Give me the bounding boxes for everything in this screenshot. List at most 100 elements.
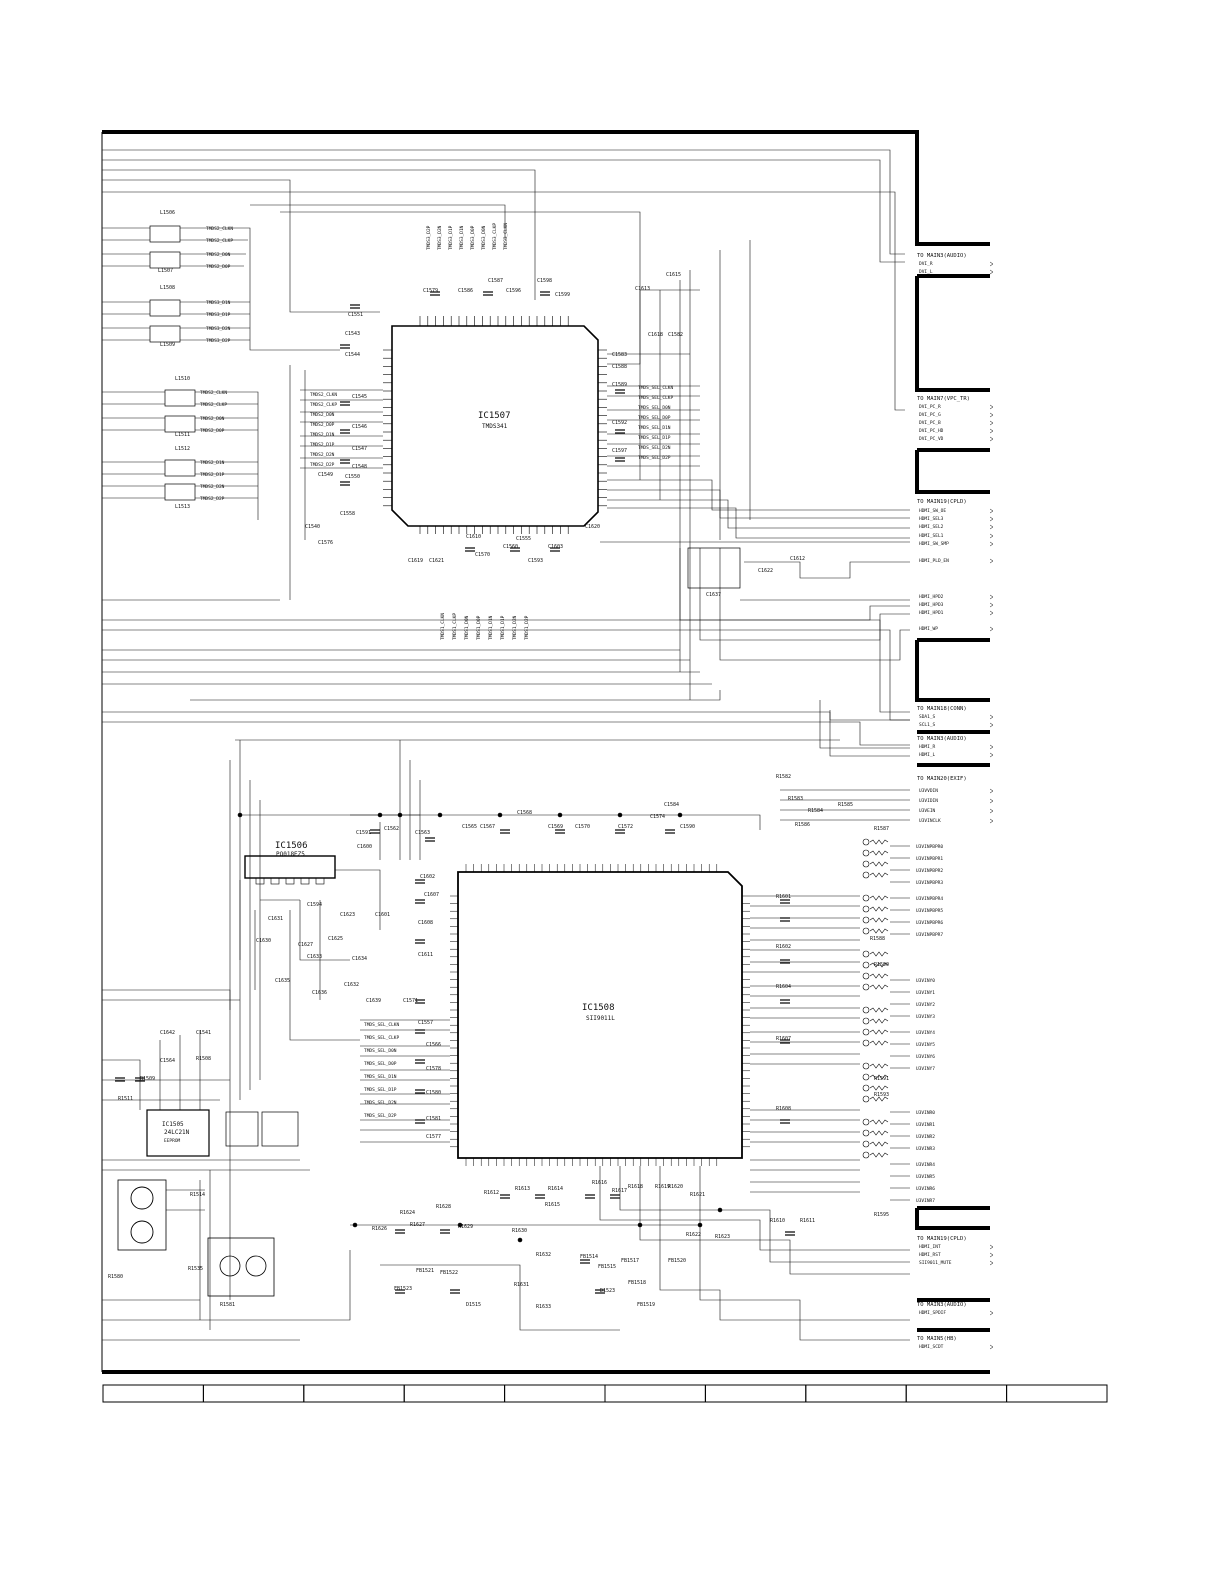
- resistor-network-element: [869, 839, 889, 845]
- component-ref: C1602: [420, 874, 435, 880]
- connector-signal: DVI_R: [919, 261, 933, 267]
- frame-cell: [805, 1384, 907, 1403]
- component-ref: C1562: [384, 826, 399, 832]
- component-ref: C1557: [418, 1020, 433, 1026]
- connector-signal: HDMI_SCDT: [919, 1344, 944, 1350]
- choke-output-label: TMDS2_D2P: [200, 496, 225, 502]
- wire: [599, 1166, 910, 1251]
- tmds3-bus-label: TMDS3_D2P: [426, 225, 432, 250]
- connector-signal: HDMI_SW_SMP: [919, 541, 949, 547]
- component-ref: C1577: [426, 1134, 441, 1140]
- video-output-label: U3VINR7: [916, 1198, 935, 1204]
- connector-arrow: [989, 714, 994, 720]
- resistor-network-pin: [862, 1118, 870, 1126]
- frame-cell: [102, 1384, 204, 1403]
- component-ref: R1631: [514, 1282, 529, 1288]
- component-ref: C1596: [506, 288, 521, 294]
- component-ref: FB1517: [621, 1258, 639, 1264]
- component-ref: R1593: [874, 1092, 889, 1098]
- component-ref: R1619: [655, 1184, 670, 1190]
- wire: [639, 1166, 910, 1275]
- q1513-body: [207, 1237, 275, 1297]
- wire: [250, 204, 506, 240]
- wire: [819, 700, 910, 749]
- choke-output-label: TMDS3_D1P: [206, 312, 231, 318]
- component-ref: L1506: [160, 210, 175, 216]
- component-ref: C1598: [537, 278, 552, 284]
- junction-dot: [717, 1207, 723, 1213]
- component-ref: C1607: [424, 892, 439, 898]
- connector-title: TO MAIN3(AUDIO): [917, 736, 967, 742]
- tmds3-bus-label: TMDS3_CLKP: [492, 223, 498, 250]
- component-ref: C1610: [466, 534, 481, 540]
- junction-dot: [377, 812, 383, 818]
- wire: [102, 159, 905, 263]
- component-ref: R1626: [372, 1226, 387, 1232]
- component-ref: C1600: [357, 844, 372, 850]
- resistor-network-element: [869, 1074, 889, 1080]
- component-ref: C1630: [256, 938, 271, 944]
- component-ref: C1549: [318, 472, 333, 478]
- resistor-network-pin: [862, 927, 870, 935]
- choke-output-label: TMDS2_D0N: [200, 416, 225, 422]
- ic1505-note: EEPROM: [164, 1138, 181, 1144]
- component-ref: R1628: [436, 1204, 451, 1210]
- component-ref: R1618: [628, 1184, 643, 1190]
- component-ref: R1535: [188, 1266, 203, 1272]
- wire: [102, 989, 231, 1010]
- ic1506-pin: [270, 877, 280, 885]
- component-ref: L1512: [175, 446, 190, 452]
- component-ref: C1590: [680, 824, 695, 830]
- connector-signal: HDMI_SW_OE: [919, 508, 946, 514]
- resistor-network-pin: [862, 916, 870, 924]
- resistor-network-pin: [862, 894, 870, 902]
- wire: [180, 227, 340, 351]
- connector-arrow: [989, 428, 994, 434]
- frame-cell: [202, 1384, 305, 1403]
- video-output-label: U3VINR3: [916, 1146, 935, 1152]
- video-output-label: U3VINPBPR2: [916, 868, 943, 874]
- component-ref: C1612: [790, 556, 805, 562]
- resistor-network-pin: [862, 860, 870, 868]
- component-ref: R1580: [108, 1274, 123, 1280]
- resistor-network-element: [869, 1040, 889, 1046]
- component-ref: C1541: [196, 1030, 211, 1036]
- tmds1-bus-label: TMDS1_D0P: [476, 615, 482, 640]
- choke-output-label: TMDS2_D0N: [206, 252, 231, 258]
- wire: [380, 1264, 620, 1331]
- common-mode-choke: [149, 325, 181, 343]
- component-ref: R1602: [776, 944, 791, 950]
- component-ref: R1601: [776, 894, 791, 900]
- connector-signal: DVI_PC_B: [919, 420, 941, 426]
- connector-signal: HDMI_SPDIF: [919, 1310, 946, 1316]
- connector-title: TO MAIN3(AUDIO): [917, 253, 967, 259]
- wire: [102, 179, 380, 313]
- component-ref: C1608: [418, 920, 433, 926]
- connector-arrow: [989, 594, 994, 600]
- choke-output-label: TMDS2_CLKN: [206, 226, 233, 232]
- video-output-label: U3VINR4: [916, 1162, 935, 1168]
- connector-signal: HDMI_HPD3: [919, 602, 944, 608]
- video-output-label: U3VINR6: [916, 1186, 935, 1192]
- resistor-network-pin: [862, 1073, 870, 1081]
- component-ref: C1563: [415, 830, 430, 836]
- connector-arrow: [989, 626, 994, 632]
- component-ref: C1642: [160, 1030, 175, 1036]
- connector-arrow: [989, 1260, 994, 1266]
- connector-signal: DVI_PC_HD: [919, 428, 944, 434]
- ic1508-input-label: TMDS_SEL_D2P: [364, 1113, 397, 1119]
- component-ref: C1636: [312, 990, 327, 996]
- labels: IC1507TMDS341IC1508SII9011LIC1506PQ018EZ…: [108, 210, 943, 1310]
- component-ref: C1633: [307, 954, 322, 960]
- wire: [102, 1059, 141, 1110]
- junction-dot: [517, 1237, 523, 1243]
- component-ref: C1603: [548, 544, 563, 550]
- resistor-network-pin: [862, 871, 870, 879]
- common-mode-choke: [164, 389, 196, 407]
- frame-cell: [905, 1384, 1008, 1403]
- resistor-network-pin: [862, 1084, 870, 1092]
- component-ref: C1578: [426, 1066, 441, 1072]
- q1513-transistor-a: [219, 1255, 241, 1277]
- wire: [607, 507, 910, 539]
- resistor-network-element: [869, 973, 889, 979]
